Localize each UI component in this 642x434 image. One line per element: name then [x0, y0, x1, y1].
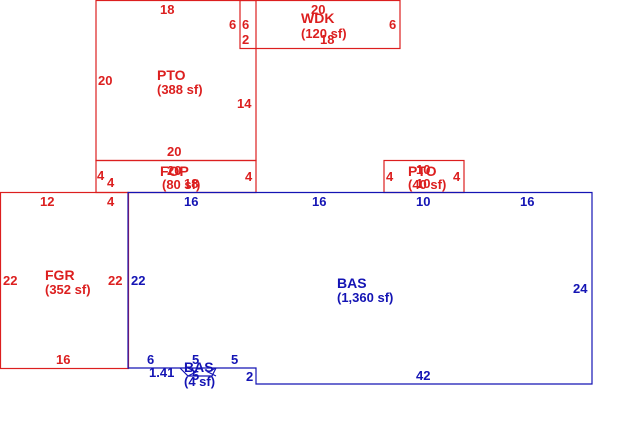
fgr-dim-bottom: 16: [56, 352, 70, 367]
fop-dim-left-b: 4: [107, 175, 115, 190]
pto-small-dim-right: 4: [453, 169, 461, 184]
bas-main-dim-bottom-mid: 5: [192, 352, 199, 367]
pto-small-dim-bottom: 10: [416, 176, 430, 191]
wdk-dim-left-a: 6: [229, 17, 236, 32]
fgr-dim-top: 12: [40, 194, 54, 209]
fop-dim-right: 4: [245, 169, 253, 184]
bas-main-dim-bottom-mid-2: 5: [231, 352, 238, 367]
bas-small-arrow: [187, 367, 217, 377]
pto-small-name: PTO: [408, 163, 437, 179]
bas-main-dim-top-1: 16: [184, 194, 198, 209]
wdk-dim-top: 20: [311, 2, 325, 17]
fgr-dim-right: 22: [108, 273, 122, 288]
bas-small-name: BAS: [184, 359, 214, 375]
bas-main-dim-right: 24: [573, 281, 588, 296]
fop-dim-left-a: 4: [97, 168, 105, 183]
wdk-dim-right: 6: [389, 17, 396, 32]
pto-small-dim-left: 4: [386, 169, 394, 184]
fop-size: (80 sf): [162, 177, 200, 192]
bas-small-dim-diag: 1.41: [149, 365, 174, 380]
wdk-size: (120 sf): [301, 26, 347, 41]
fop-name: FOP: [160, 163, 189, 179]
pto-main-dim-bottom: 20: [167, 144, 181, 159]
fgr-dim-left: 22: [3, 273, 17, 288]
wdk-dim-left-b: 6: [242, 17, 249, 32]
fop-dim-bottom: 18: [184, 176, 198, 191]
wdk-outline: [239, 0, 401, 50]
bas-small-outline: [179, 367, 217, 377]
bas-main-dim-top-4: 16: [520, 194, 534, 209]
bas-main-size: (1,360 sf): [337, 290, 393, 305]
bas-main-dim-bottom: 42: [416, 368, 430, 383]
bas-main-outline: [127, 191, 593, 385]
fgr-dim-top-right: 4: [107, 194, 115, 209]
pto-main-size: (388 sf): [157, 82, 203, 97]
wdk-name: WDK: [301, 10, 334, 26]
bas-main-dim-left: 22: [131, 273, 145, 288]
fgr-size: (352 sf): [45, 282, 91, 297]
fgr-name: FGR: [45, 267, 75, 283]
bas-main-dim-top-2: 16: [312, 194, 326, 209]
fop-dim-top: 20: [167, 163, 181, 178]
pto-main-dim-top: 18: [160, 2, 174, 17]
wdk-dim-left-c: 2: [242, 32, 249, 47]
wdk-dim-bottom: 18: [320, 32, 334, 47]
bas-main-dim-step: 2: [246, 369, 253, 384]
bas-small-dim: 5: [192, 368, 199, 383]
bas-main-dim-top-3: 10: [416, 194, 430, 209]
pto-main-dim-left: 20: [98, 73, 112, 88]
pto-main-dim-right: 14: [237, 96, 252, 111]
pto-small-dim-top: 10: [416, 162, 430, 177]
bas-main-dim-bottom-left: 6: [147, 352, 154, 367]
pto-main-name: PTO: [157, 67, 186, 83]
pto-small-size: (40 sf): [408, 177, 446, 192]
bas-small-size: (4 sf): [184, 374, 215, 389]
bas-main-name: BAS: [337, 275, 367, 291]
